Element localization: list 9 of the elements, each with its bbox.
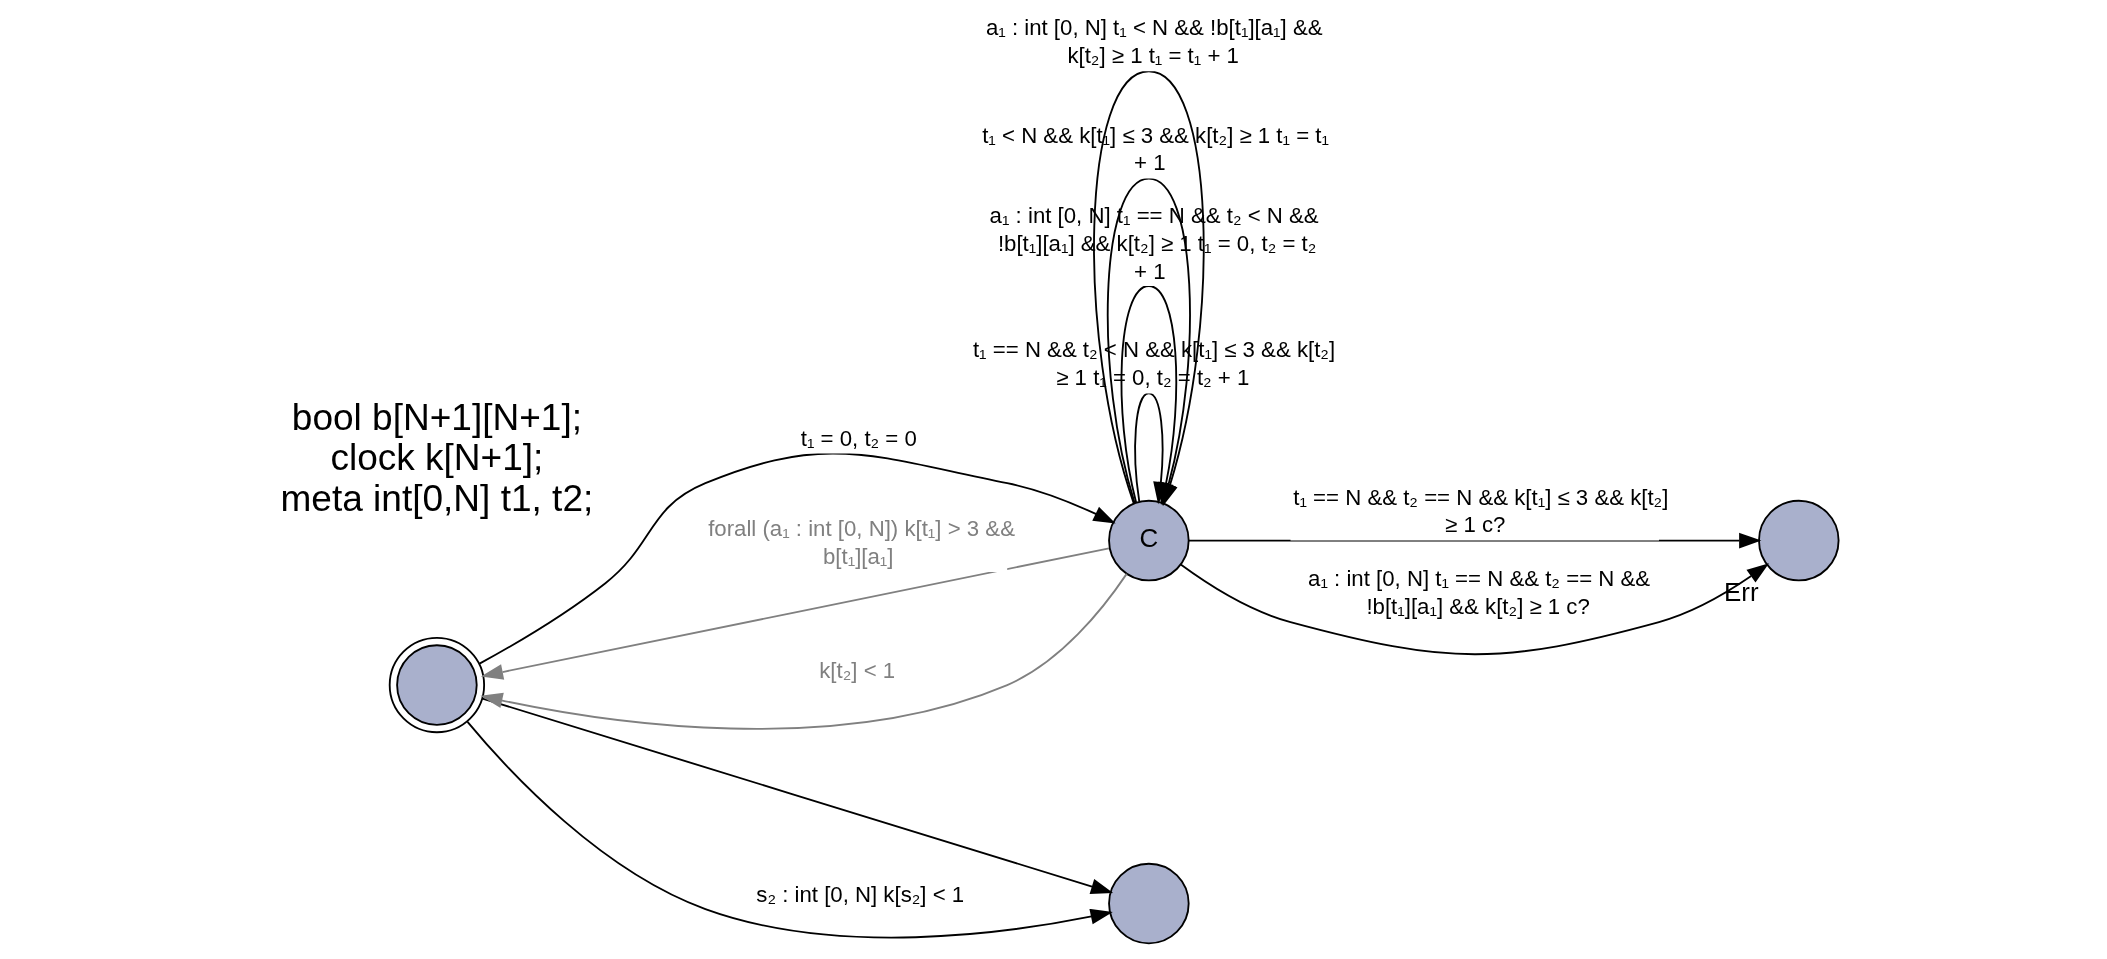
edge-label: k[t₂] < 1 bbox=[819, 657, 896, 683]
edge-label: t₁ = 0, t₂ = 0 bbox=[800, 426, 917, 452]
edge-label: s₂ : int [0, N] k[s₂] < 1 bbox=[756, 881, 965, 907]
edge-label: t₁ == N && t₂ == N && k[t₁] ≤ 3 && k[t₂] ≥ 1 c? bbox=[1293, 484, 1669, 538]
edge-label: forall (a₁ : int [0, N]) k[t₁] > 3 && b[t₁][a₁] bbox=[708, 516, 1015, 569]
node-label: Err bbox=[1724, 578, 1759, 607]
edge-label: a₁ : int [0, N] t₁ < N && !b[t₁][a₁] && k[t₂] ≥ 1 t₁ = t₁ + 1 bbox=[985, 15, 1323, 69]
label: bool b[N+1][N+1]; bbox=[291, 395, 582, 438]
edge-label: a₁ : int [0, N] t₁ == N && t₂ == N && !b[t₁][a₁] && k[t₂] ≥ 1 c? bbox=[1308, 566, 1651, 619]
